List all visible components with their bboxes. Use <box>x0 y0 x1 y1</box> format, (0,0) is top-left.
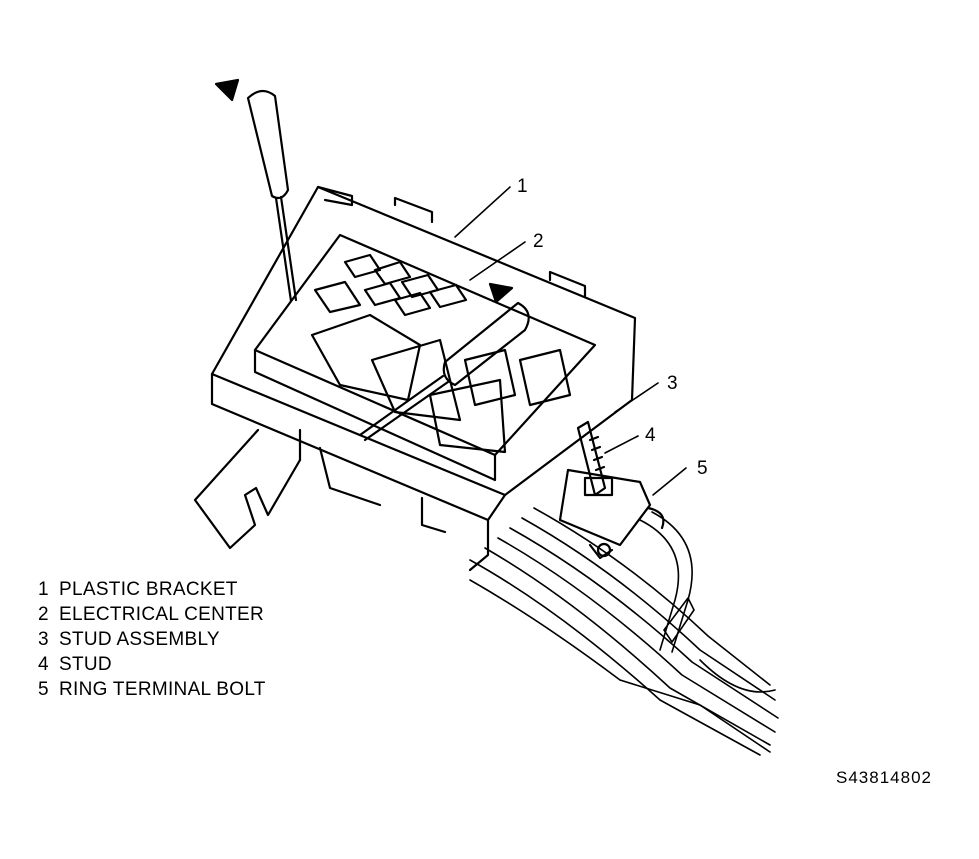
figure-id: S43814802 <box>836 768 932 787</box>
leader-line-4 <box>604 435 639 454</box>
ring-terminal-bolt <box>596 506 665 558</box>
mounting-bracket <box>193 428 302 550</box>
legend-label: RING TERMINAL BOLT <box>59 679 266 700</box>
legend-item: 1 PLASTIC BRACKET <box>38 577 266 602</box>
legend-label: PLASTIC BRACKET <box>59 579 238 600</box>
callout-number-5: 5 <box>697 458 708 479</box>
stud <box>576 420 614 497</box>
legend-number: 5 <box>38 679 49 700</box>
legend-number: 4 <box>38 654 49 675</box>
legend-item: 3 STUD ASSEMBLY <box>38 627 266 652</box>
leader-line-5 <box>652 467 687 496</box>
wiring-harness <box>469 507 779 756</box>
legend-item: 4 STUD <box>38 652 266 677</box>
leader-line-2 <box>469 241 526 281</box>
arrow-icon <box>214 78 240 102</box>
legend-number: 1 <box>38 579 49 600</box>
callout-number-2: 2 <box>533 231 544 252</box>
callout-number-1: 1 <box>517 176 528 197</box>
electrical-center <box>253 233 597 482</box>
screwdriver-icon <box>246 89 298 303</box>
leader-line-3 <box>614 382 659 413</box>
legend-label: STUD ASSEMBLY <box>59 629 220 650</box>
legend-number: 3 <box>38 629 49 650</box>
arrow-icon <box>488 282 514 304</box>
legend-label: ELECTRICAL CENTER <box>59 604 264 625</box>
callout-number-4: 4 <box>645 425 656 446</box>
legend-item: 5 RING TERMINAL BOLT <box>38 677 266 702</box>
legend-number: 2 <box>38 604 49 625</box>
leader-line-1 <box>454 186 511 238</box>
legend-item: 2 ELECTRICAL CENTER <box>38 602 266 627</box>
callout-number-3: 3 <box>667 373 678 394</box>
plastic-bracket <box>210 185 652 572</box>
legend-label: STUD <box>59 654 112 675</box>
screwdriver-icon <box>358 301 530 442</box>
